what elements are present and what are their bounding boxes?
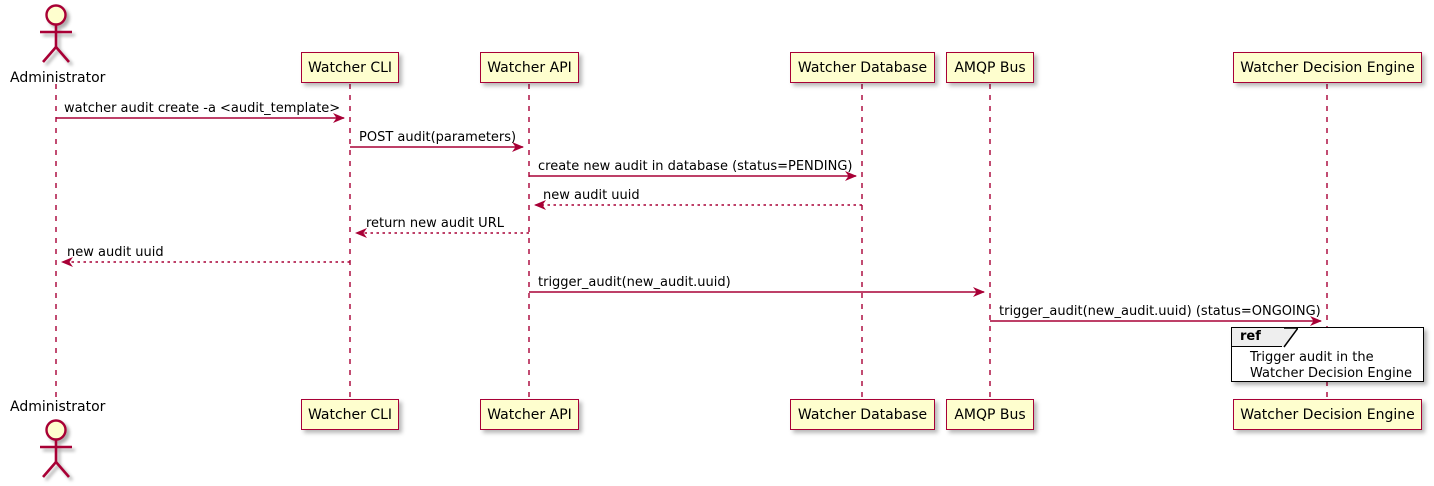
message-label-4: new audit uuid	[543, 188, 640, 203]
ref-fragment-tab-label: ref	[1232, 328, 1284, 347]
ref-fragment-tab-corner	[1282, 328, 1298, 348]
participant-box-watcher-cli-bottom[interactable]: Watcher CLI	[301, 399, 399, 430]
actor-administrator-top	[40, 4, 72, 63]
message-label-2: POST audit(parameters)	[359, 130, 517, 145]
message-label-6: new audit uuid	[67, 245, 164, 260]
participant-box-watcher-api-bottom[interactable]: Watcher API	[480, 399, 579, 430]
ref-fragment[interactable]: ref Trigger audit in the Watcher Decisio…	[1231, 327, 1424, 382]
participant-box-watcher-api-top[interactable]: Watcher API	[480, 52, 579, 83]
message-label-1: watcher audit create -a <audit_template>	[64, 101, 341, 116]
actor-label-administrator-top: Administrator	[10, 70, 106, 86]
lifelines	[55, 84, 1328, 398]
actor-administrator-bottom	[40, 419, 72, 478]
actor-label-administrator-bottom: Administrator	[10, 399, 106, 415]
message-label-3: create new audit in database (status=PEN…	[538, 159, 853, 174]
message-label-5: return new audit URL	[366, 216, 504, 231]
message-label-8: trigger_audit(new_audit.uuid) (status=ON…	[999, 304, 1321, 319]
participant-box-watcher-decision-engine-top[interactable]: Watcher Decision Engine	[1233, 52, 1422, 83]
participant-box-amqp-bus-top[interactable]: AMQP Bus	[946, 52, 1034, 83]
message-arrows	[56, 113, 1322, 326]
participant-box-watcher-database-bottom[interactable]: Watcher Database	[790, 399, 935, 430]
ref-fragment-line-1: Trigger audit in the	[1250, 350, 1374, 365]
participant-box-watcher-decision-engine-bottom[interactable]: Watcher Decision Engine	[1233, 399, 1422, 430]
message-label-7: trigger_audit(new_audit.uuid)	[538, 275, 731, 290]
participant-box-watcher-database-top[interactable]: Watcher Database	[790, 52, 935, 83]
ref-fragment-line-2: Watcher Decision Engine	[1250, 366, 1412, 381]
participant-box-watcher-cli-top[interactable]: Watcher CLI	[301, 52, 399, 83]
participant-box-amqp-bus-bottom[interactable]: AMQP Bus	[946, 399, 1034, 430]
